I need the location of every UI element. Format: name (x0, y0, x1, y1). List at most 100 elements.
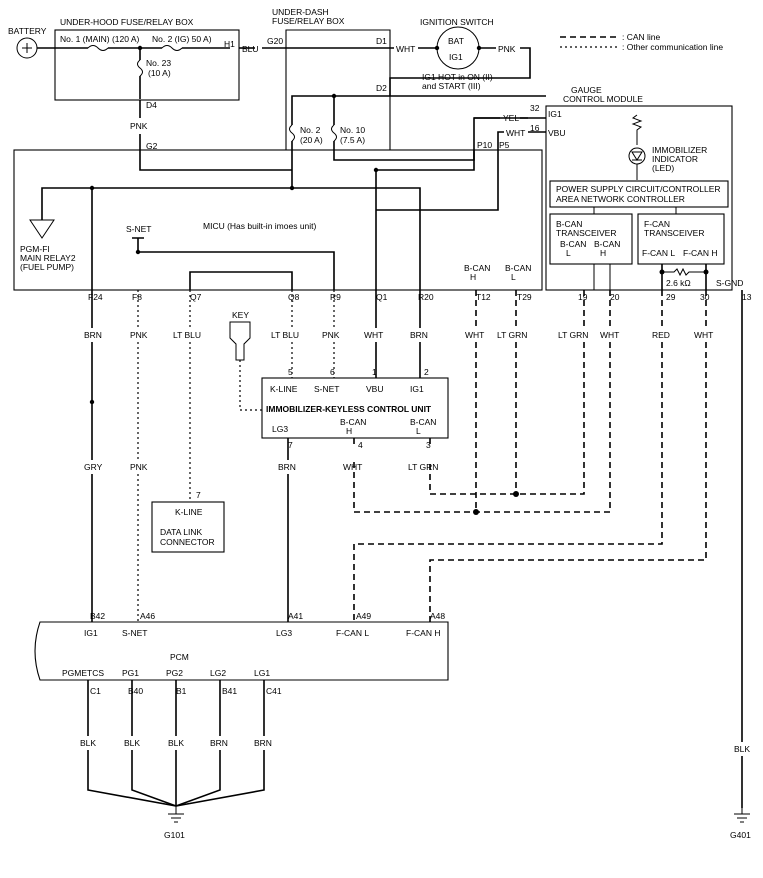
ignition-note2: and START (III) (422, 81, 481, 91)
gauge-title1: GAUGE (571, 85, 602, 95)
fuse2-rating: (20 A) (300, 135, 323, 145)
wire-wht-q1: WHT (364, 330, 383, 340)
pgmfi-relay: PGM-FI MAIN RELAY2 (FUEL PUMP) (20, 219, 76, 272)
wire-wht-vbu: WHT (506, 128, 525, 138)
imm-snet: S-NET (314, 384, 340, 394)
pcm-label-snet: S-NET (122, 628, 148, 638)
wire-wht-20: WHT (600, 330, 619, 340)
terminal-d2: D2 (376, 83, 387, 93)
pgmfi-relay-icon (29, 219, 55, 239)
under-hood-title: UNDER-HOOD FUSE/RELAY BOX (60, 17, 194, 27)
pcm-pin-b41: B41 (222, 686, 237, 696)
under-dash-title1: UNDER-DASH (272, 7, 329, 17)
imm-pin1: 1 (372, 367, 377, 377)
ground-g401-icon (734, 808, 750, 823)
wire-brn-b41: BRN (210, 738, 228, 748)
legend-can-text: : CAN line (622, 32, 661, 42)
bcan-trans-1: B-CAN (556, 219, 582, 229)
micu-pin-q7: Q7 (190, 292, 202, 302)
gauge-pin29: 29 (666, 292, 676, 302)
imm-pin4: 4 (358, 440, 363, 450)
pcm-label-lg1: LG1 (254, 668, 270, 678)
micu-pin-q8: Q8 (288, 292, 300, 302)
fcan-trans-2: TRANSCEIVER (644, 228, 704, 238)
gauge-sgnd: S-GND (716, 278, 743, 288)
terminal-p10: P10 (477, 140, 492, 150)
imm-pin3: 3 (426, 440, 431, 450)
fuse2-name: No. 2 (300, 125, 321, 135)
gauge-fcan-h: F-CAN H (683, 248, 717, 258)
dlc-label1: DATA LINK (160, 527, 203, 537)
ground-g401-label: G401 (730, 830, 751, 840)
ground-g101: G101 (164, 806, 185, 840)
ignition-switch: IGNITION SWITCH BAT IG1 IG1 HOT in ON (I… (420, 17, 494, 91)
psc-label1: POWER SUPPLY CIRCUIT/CONTROLLER (556, 184, 721, 194)
wire-ltgrn-imm3: LT GRN (408, 462, 438, 472)
pcm-pin-a41: A41 (288, 611, 303, 621)
pcm-pin-c1: C1 (90, 686, 101, 696)
fuse10-icon (331, 124, 337, 142)
pcm-label-pg1: PG1 (122, 668, 139, 678)
micu-pin-t12: T12 (476, 292, 491, 302)
key: KEY (229, 310, 262, 411)
gauge-bcan-h2: H (600, 248, 606, 258)
immobilizer-led-icon (628, 147, 646, 165)
pcm-pin-a46: A46 (140, 611, 155, 621)
wire-gry: GRY (84, 462, 103, 472)
ignition-bat: BAT (448, 36, 464, 46)
imm-vbu: VBU (366, 384, 383, 394)
ignition-note1: IG1 HOT in ON (II) (422, 72, 493, 82)
wire-blk-b40: BLK (124, 738, 140, 748)
wire-wht-30: WHT (694, 330, 713, 340)
wire-blk-c1: BLK (80, 738, 96, 748)
micu-pin-q1: Q1 (376, 292, 388, 302)
ignition-title: IGNITION SWITCH (420, 17, 494, 27)
fuse23-name: No. 23 (146, 58, 171, 68)
wire-brn-c41: BRN (254, 738, 272, 748)
dlc-kline: K-LINE (175, 507, 203, 517)
imm-title: IMMOBILIZER-KEYLESS CONTROL UNIT (266, 404, 432, 414)
imm-bcan-h: B-CAN (340, 417, 366, 427)
micu-pin-r20: R20 (418, 292, 434, 302)
immobilizer-unit: 5 6 1 2 K-LINE S-NET VBU IG1 IMMOBILIZER… (261, 367, 449, 450)
micu-pins: F24 F8 Q7 Q8 R9 Q1 R20 T12 T29 (88, 292, 532, 302)
imm-ig1: IG1 (410, 384, 424, 394)
pcm-pin-a48: A48 (430, 611, 445, 621)
terminator-resistor-icon (662, 267, 706, 277)
key-label: KEY (232, 310, 249, 320)
pcm: B42 A46 A41 A49 A48 IG1 S-NET LG3 F-CAN … (34, 611, 449, 696)
wire-pnk-r9: PNK (322, 330, 340, 340)
fuse-ig-label: No. 2 (IG) 50 A) (152, 34, 212, 44)
data-link-connector: 7 K-LINE DATA LINK CONNECTOR (151, 490, 225, 553)
micu-pin-r9: R9 (330, 292, 341, 302)
micu-bcan-l: B-CAN (505, 263, 531, 273)
dlc-label2: CONNECTOR (160, 537, 215, 547)
imm-lg3: LG3 (272, 424, 288, 434)
gauge-ig1: IG1 (548, 109, 562, 119)
fuse-main-label: No. 1 (MAIN) (120 A) (60, 34, 140, 44)
micu-bcan-h2: H (470, 272, 476, 282)
pcm-label-ig1: IG1 (84, 628, 98, 638)
pcm-pin-b40: B40 (128, 686, 143, 696)
led-resistor-icon (631, 114, 643, 145)
terminal-d4: D4 (146, 100, 157, 110)
wire-pnk-snet: PNK (130, 462, 148, 472)
imm-bcan-l2: L (416, 426, 421, 436)
pcm-pin-a49: A49 (356, 611, 371, 621)
fuse10-rating: (7.5 A) (340, 135, 365, 145)
ignition-ig1: IG1 (449, 52, 463, 62)
gauge-pin20: 20 (610, 292, 620, 302)
bcan-trans-2: TRANSCEIVER (556, 228, 616, 238)
imm-pin5: 5 (288, 367, 293, 377)
pcm-pin-b42: B42 (90, 611, 105, 621)
wire-pnk-d4: PNK (130, 121, 148, 131)
ground-g101-icon (168, 806, 184, 823)
ground-g401: G401 (730, 808, 751, 840)
fuse10-name: No. 10 (340, 125, 365, 135)
wire-ltgrn-t29: LT GRN (497, 330, 527, 340)
gauge-pin13: 13 (742, 292, 752, 302)
led-label2: INDICATOR (652, 154, 698, 164)
pcm-label: PCM (170, 652, 189, 662)
pcm-pin-c41: C41 (266, 686, 282, 696)
fuse-ig-icon (161, 45, 183, 51)
